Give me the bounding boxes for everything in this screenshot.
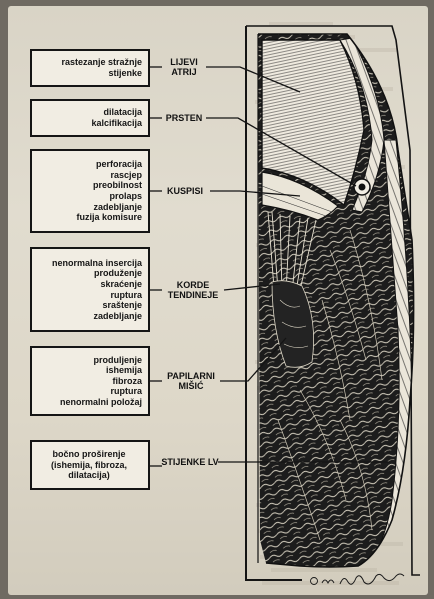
- ring-pathology-box: dilatacija kalcifikacija: [30, 99, 150, 137]
- atrium-pathology-text: rastezanje stražnje stijenke: [61, 57, 142, 78]
- label-lv-wall: STIJENKE LV: [160, 457, 220, 467]
- label-chordae: KORDE TENDINEJE: [162, 280, 224, 300]
- artist-signature: [308, 572, 412, 588]
- ring-pathology-text: dilatacija kalcifikacija: [91, 107, 142, 128]
- label-ring: PRSTEN: [160, 113, 208, 123]
- lv-wall-pathology-text: bočno proširenje (ishemija, fibroza, dil…: [51, 449, 127, 481]
- label-papillary: PAPILARNI MIŠIĆ: [162, 371, 220, 391]
- atrium-pathology-box: rastezanje stražnje stijenke: [30, 49, 150, 87]
- cusps-pathology-box: perforacija rascjep preobilnost prolaps …: [30, 149, 150, 233]
- label-cusps: KUSPISI: [160, 186, 210, 196]
- chordae-pathology-box: nenormalna insercija produženje skraćenj…: [30, 247, 150, 332]
- papillary-pathology-box: produljenje ishemija fibroza ruptura nen…: [30, 346, 150, 416]
- label-left-atrium: LIJEVI ATRIJ: [162, 57, 206, 77]
- cusps-pathology-text: perforacija rascjep preobilnost prolaps …: [76, 159, 142, 223]
- papillary-pathology-text: produljenje ishemija fibroza ruptura nen…: [60, 355, 142, 408]
- chordae-pathology-text: nenormalna insercija produženje skraćenj…: [52, 258, 142, 322]
- lv-wall-pathology-box: bočno proširenje (ishemija, fibroza, dil…: [30, 440, 150, 490]
